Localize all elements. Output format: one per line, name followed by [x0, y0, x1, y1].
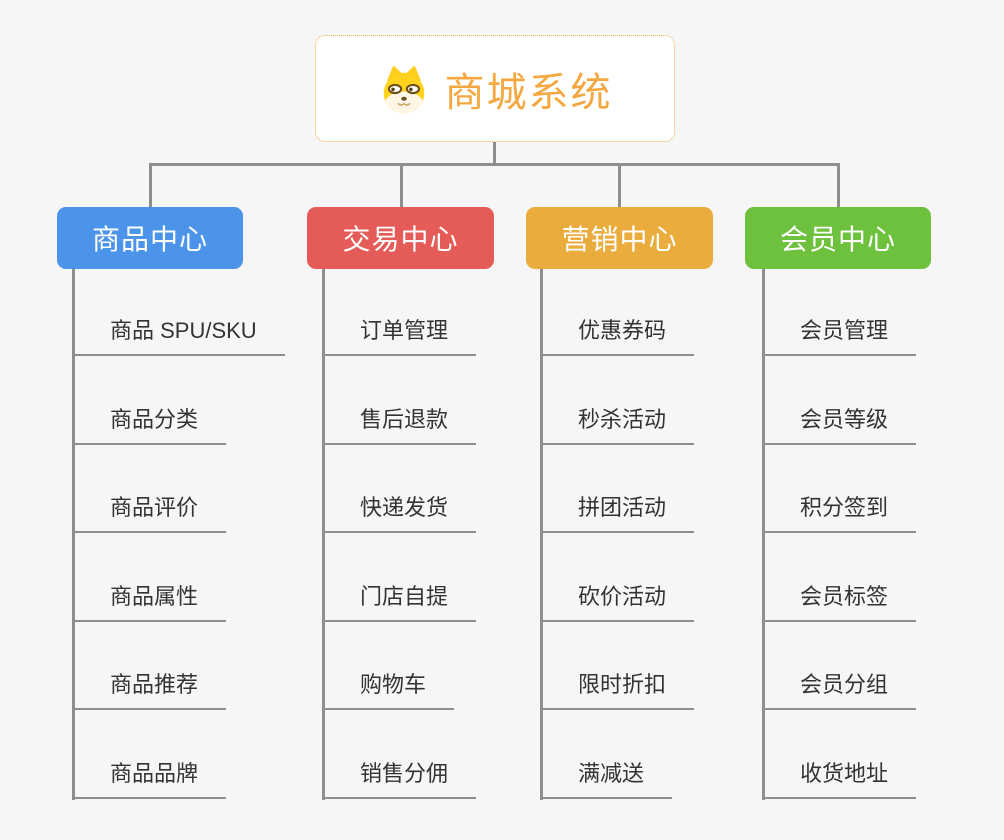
child-node[interactable]: 商品推荐 [75, 670, 227, 710]
branch-children-member: 会员管理 会员等级 积分签到 会员标签 会员分组 收货地址 [762, 269, 1004, 800]
child-node[interactable]: 商品评价 [75, 493, 227, 533]
tree-connector-lines [149, 140, 840, 207]
branch-node-marketing-center[interactable]: 营销中心 [526, 207, 713, 269]
child-node[interactable]: 积分签到 [765, 493, 917, 533]
child-node[interactable]: 销售分佣 [325, 759, 477, 799]
child-node[interactable]: 会员等级 [765, 405, 917, 445]
child-node[interactable]: 订单管理 [325, 316, 477, 356]
branch-label: 商品中心 [91, 224, 208, 255]
child-node[interactable]: 会员管理 [765, 316, 917, 356]
child-node[interactable]: 会员标签 [765, 582, 917, 622]
child-node[interactable]: 商品品牌 [75, 759, 227, 799]
branch-children-product: 商品 SPU/SKU 商品分类 商品评价 商品属性 商品推荐 商品品牌 [72, 269, 325, 800]
child-node[interactable]: 满减送 [543, 759, 673, 799]
child-node[interactable]: 会员分组 [765, 670, 917, 710]
child-node[interactable]: 购物车 [325, 670, 455, 710]
branch-label: 营销中心 [561, 224, 678, 255]
child-node[interactable]: 限时折扣 [543, 670, 695, 710]
child-node[interactable]: 商品属性 [75, 582, 227, 622]
child-node[interactable]: 秒杀活动 [543, 405, 695, 445]
branch-label: 交易中心 [342, 224, 459, 255]
shiba-dog-icon [383, 64, 424, 113]
branch-label: 会员中心 [779, 224, 896, 255]
child-node[interactable]: 拼团活动 [543, 493, 695, 533]
child-node[interactable]: 门店自提 [325, 582, 477, 622]
branch-children-marketing: 优惠券码 秒杀活动 拼团活动 砍价活动 限时折扣 满减送 [540, 269, 793, 800]
child-node[interactable]: 商品 SPU/SKU [75, 316, 285, 356]
child-node[interactable]: 商品分类 [75, 405, 227, 445]
root-node[interactable]: 商城系统 [315, 35, 675, 142]
child-node[interactable]: 收货地址 [765, 759, 917, 799]
branch-node-product-center[interactable]: 商品中心 [57, 207, 243, 269]
child-node[interactable]: 售后退款 [325, 405, 477, 445]
branch-children-trade: 订单管理 售后退款 快递发货 门店自提 购物车 销售分佣 [322, 269, 575, 800]
branch-node-trade-center[interactable]: 交易中心 [307, 207, 494, 269]
branch-node-member-center[interactable]: 会员中心 [745, 207, 931, 269]
root-title: 商城系统 [444, 70, 613, 115]
child-node[interactable]: 砍价活动 [543, 582, 695, 622]
child-node[interactable]: 优惠券码 [543, 316, 695, 356]
child-node[interactable]: 快递发货 [325, 493, 477, 533]
